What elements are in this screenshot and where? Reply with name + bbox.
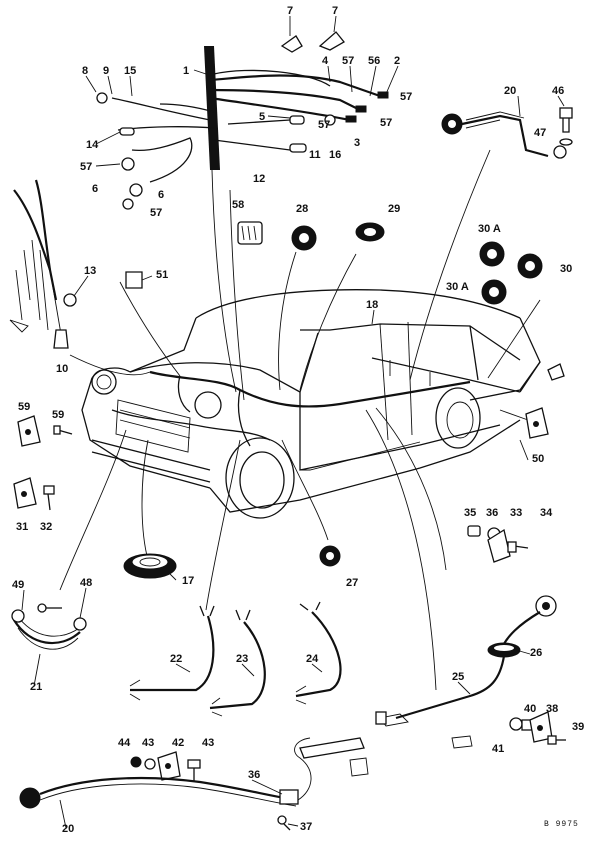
label-14: 14 [86, 139, 99, 151]
label-39: 38 [546, 703, 558, 715]
label-54a: 57 [342, 55, 354, 67]
reference-code: B 9975 [544, 820, 579, 829]
label-21: 21 [30, 681, 42, 693]
label-51: 50 [532, 453, 544, 465]
car-harness [69, 354, 521, 447]
label-10: 10 [56, 363, 68, 375]
label-5: 5 [259, 111, 265, 123]
label-32: 32 [40, 521, 52, 533]
label-31: 31 [16, 521, 28, 533]
label-23: 23 [236, 653, 248, 665]
label-13: 13 [84, 265, 96, 277]
grommets [125, 221, 565, 381]
label-1: 1 [183, 65, 189, 77]
label-29: 29 [388, 203, 400, 215]
clips-39-42 [509, 711, 566, 745]
label-41: 40 [524, 703, 536, 715]
label-44: 43 [202, 737, 214, 749]
label-38: 37 [300, 821, 312, 833]
label-30: 30 [560, 263, 572, 275]
label-19: 20 [62, 823, 74, 835]
label-8: 8 [82, 65, 88, 77]
label-18: 18 [366, 299, 378, 311]
label-7b: 7 [332, 5, 338, 17]
label-57: 59 [18, 401, 30, 413]
label-54c: 57 [318, 119, 330, 131]
part-19-37-38 [19, 735, 473, 831]
label-30a-bottom: 30 A [446, 281, 469, 293]
label-54f: 57 [150, 207, 162, 219]
car-body [81, 289, 541, 519]
label-27: 27 [346, 577, 358, 589]
label-58: 59 [52, 409, 64, 421]
label-22: 22 [170, 653, 182, 665]
label-54b: 57 [400, 91, 412, 103]
loom-13 [9, 179, 77, 341]
label-48: 47 [534, 127, 546, 139]
label-43: 42 [172, 737, 184, 749]
label-33: 33 [510, 507, 522, 519]
label-12: 12 [253, 173, 265, 185]
leader-lines [59, 149, 541, 691]
label-17: 17 [182, 575, 194, 587]
label-25: 25 [452, 671, 464, 683]
label-49: 48 [80, 577, 92, 589]
label-47: 46 [552, 85, 564, 97]
label-46: 44 [118, 737, 131, 749]
part-17 [123, 553, 177, 579]
label-26: 26 [530, 647, 542, 659]
label-56: 58 [232, 199, 244, 211]
label-34: 34 [540, 507, 553, 519]
label-40: 39 [572, 721, 584, 733]
label-35: 35 [464, 507, 476, 519]
part-26-25 [375, 595, 557, 727]
label-7a: 7 [287, 5, 293, 17]
part-48 [559, 138, 573, 146]
label-15: 15 [124, 65, 136, 77]
clips-43-46 [130, 751, 201, 782]
label-6a: 6 [92, 183, 98, 195]
label-24: 24 [306, 653, 319, 665]
part-21 [11, 603, 87, 650]
label-2: 2 [394, 55, 400, 67]
label-3: 3 [354, 137, 360, 149]
part-10 [53, 329, 69, 349]
label-20: 20 [504, 85, 516, 97]
main-harness-top [96, 31, 389, 210]
label-9: 9 [103, 65, 109, 77]
part-47 [559, 107, 573, 133]
label-4: 4 [322, 55, 329, 67]
label-52: 51 [156, 269, 168, 281]
label-53: 56 [368, 55, 380, 67]
label-50: 49 [12, 579, 24, 591]
part-labels: 7 7 1 8 9 15 4 57 56 2 57 5 57 57 3 14 1… [12, 5, 584, 835]
label-54e: 57 [80, 161, 92, 173]
label-42: 41 [492, 743, 504, 755]
leads-22-24 [129, 601, 342, 717]
label-36: 36 [486, 507, 498, 519]
label-6b: 6 [158, 189, 164, 201]
label-leaders [21, 15, 565, 829]
label-11: 11 [309, 149, 321, 161]
label-45: 43 [142, 737, 154, 749]
label-28: 28 [296, 203, 308, 215]
label-16: 16 [329, 149, 341, 161]
label-30a-top: 30 A [478, 223, 501, 235]
label-54d: 57 [380, 117, 392, 129]
part-20 [441, 111, 567, 159]
clips [13, 407, 549, 563]
label-37: 36 [248, 769, 260, 781]
